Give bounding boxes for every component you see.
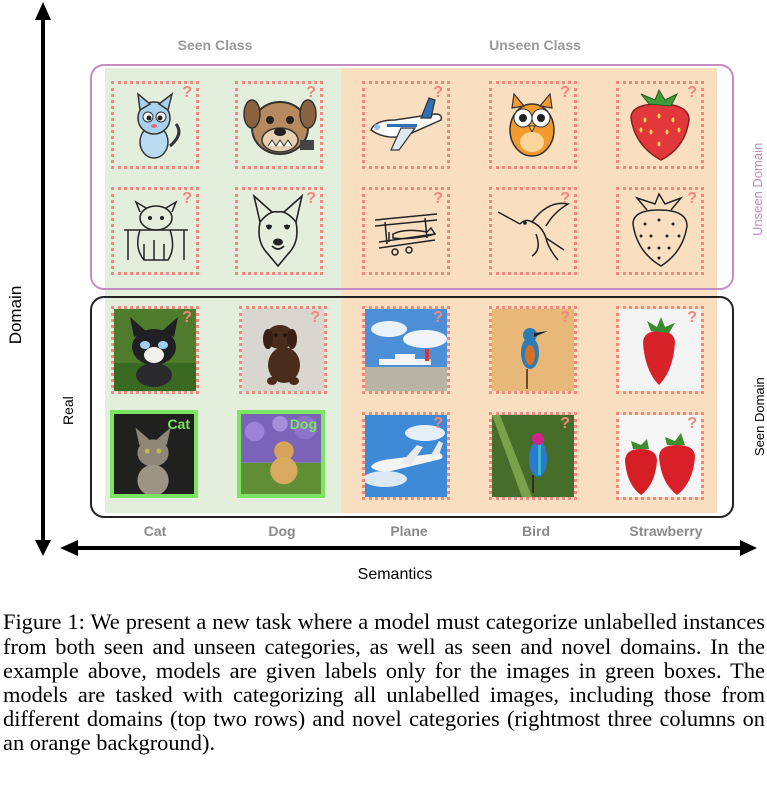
question-mark: ? — [687, 309, 697, 326]
photo-jet-icon — [365, 415, 447, 497]
label-tag: Cat — [167, 416, 190, 432]
image-real-jet: ? — [362, 412, 450, 500]
photo-kingfisher-icon — [492, 309, 574, 391]
image-cartoon-dog: ? — [235, 81, 323, 169]
image-cartoon-plane: ? — [362, 81, 450, 169]
image-sketch-bird: ? — [489, 187, 577, 275]
column-label-cat: Cat — [143, 523, 167, 539]
cartoon-cat-icon — [137, 92, 181, 159]
image-real-strawberries: ? — [616, 412, 704, 500]
domain-axis-label: Domain — [6, 285, 25, 345]
cartoon-plane-icon — [370, 97, 443, 151]
question-mark: ? — [306, 190, 316, 207]
column-label-strawberry: Strawberry — [629, 523, 703, 539]
question-mark: ? — [310, 309, 320, 326]
image-cartoon-owl: ? — [489, 81, 577, 169]
cartoon-dog-icon — [243, 99, 317, 155]
image-labelled-cat: Cat — [110, 410, 198, 498]
figure-caption: Figure 1: We present a new task where a … — [3, 609, 765, 756]
image-real-cat: ? — [111, 306, 199, 394]
seen-class-title: Seen Class — [177, 37, 253, 53]
seen-domain-box — [90, 296, 734, 518]
question-mark: ? — [306, 84, 316, 101]
question-mark: ? — [433, 309, 443, 326]
image-sketch-strawberry: ? — [616, 187, 704, 275]
sketch-hummingbird-icon — [497, 202, 571, 261]
cartoon-strawberry-icon — [630, 88, 690, 161]
question-mark: ? — [433, 415, 443, 432]
question-mark: ? — [560, 84, 570, 101]
question-mark: ? — [560, 309, 570, 326]
question-mark: ? — [433, 190, 443, 207]
question-mark: ? — [182, 84, 192, 101]
sketch-dog-icon — [252, 193, 304, 268]
photo-puppy-icon — [242, 309, 324, 391]
axes-arrows — [35, 2, 757, 556]
image-sketch-dog: ? — [235, 187, 323, 275]
question-mark: ? — [687, 415, 697, 432]
question-mark: ? — [560, 190, 570, 207]
column-label-dog: Dog — [268, 523, 296, 539]
image-cartoon-strawberry: ? — [616, 81, 704, 169]
image-real-hummingbird: ? — [489, 412, 577, 500]
image-real-bird: ? — [489, 306, 577, 394]
question-mark: ? — [182, 309, 192, 326]
photo-colorful-bird-icon — [492, 415, 574, 497]
unseen-domain-box — [90, 64, 734, 290]
photo-cat-grass-icon — [114, 309, 196, 391]
photo-small-plane-icon — [365, 309, 447, 391]
unseen-class-title: Unseen Class — [489, 37, 581, 53]
question-mark: ? — [687, 84, 697, 101]
image-cartoon-cat: ? — [111, 81, 199, 169]
cartoon-owl-icon — [509, 92, 555, 157]
question-mark: ? — [560, 415, 570, 432]
question-mark: ? — [433, 84, 443, 101]
photo-strawberry-icon — [619, 309, 701, 391]
image-real-strawberry: ? — [616, 306, 704, 394]
column-label-bird: Bird — [522, 523, 550, 539]
image-sketch-cat: ? — [111, 187, 199, 275]
image-sketch-plane: ? — [362, 187, 450, 275]
image-real-plane: ? — [362, 306, 450, 394]
column-label-plane: Plane — [390, 523, 428, 539]
photo-tabby-cat-icon — [114, 414, 194, 494]
question-mark: ? — [687, 190, 697, 207]
sketch-cat-icon — [124, 200, 188, 261]
photo-golden-dog-icon — [241, 414, 321, 494]
label-tag: Dog — [289, 416, 317, 432]
image-labelled-dog: Dog — [237, 410, 325, 498]
semantics-axis-label: Semantics — [357, 566, 433, 583]
image-real-dog: ? — [239, 306, 327, 394]
photo-two-strawberries-icon — [619, 415, 701, 497]
sketch-strawberry-icon — [632, 192, 688, 267]
question-mark: ? — [182, 190, 192, 207]
sketch-biplane-icon — [374, 213, 438, 256]
